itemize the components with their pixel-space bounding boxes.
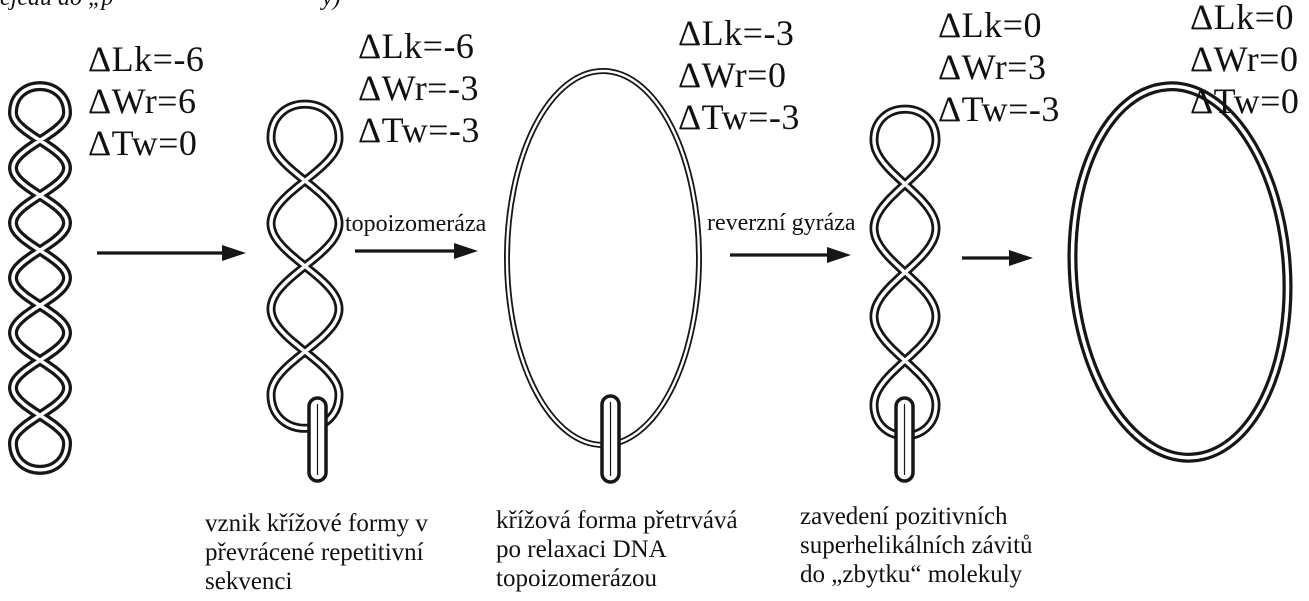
relaxed-dna-circle — [1060, 79, 1299, 465]
delta-linking-number: ΔLk=-3 — [678, 12, 800, 54]
relaxed-circle-outline — [1060, 79, 1299, 465]
delta-twist: ΔTw=-3 — [678, 96, 800, 138]
delta-linking-number: ΔLk=0 — [1190, 0, 1299, 38]
caption-line: topoizomerázou — [496, 564, 738, 593]
delta-linking-number: ΔLk=0 — [938, 4, 1060, 46]
caption-line: převrácené repetitivní — [205, 538, 428, 567]
delta-writhe: ΔWr=6 — [88, 80, 204, 122]
clipped-heading-fragment-right: y) — [322, 0, 341, 12]
relaxed-circle-outline — [507, 71, 699, 445]
state-4-labels: ΔLk=0 ΔWr=3 ΔTw=-3 — [938, 4, 1060, 130]
topoisomerase-label: topoizomeráza — [345, 210, 486, 238]
delta-twist: ΔTw=-3 — [358, 109, 480, 151]
positively-supercoiled-dna-with-cruciform — [874, 109, 936, 481]
clipped-heading-fragment-left: ejedu do „p — [0, 0, 113, 12]
reaction-arrow-4 — [962, 250, 1033, 266]
delta-twist: ΔTw=0 — [1190, 80, 1299, 122]
reaction-arrow-1 — [97, 245, 246, 261]
caption-line: po relaxaci DNA — [496, 535, 738, 564]
state-1-labels: ΔLk=-6 ΔWr=6 ΔTw=0 — [88, 38, 204, 164]
state-3-labels: ΔLk=-3 ΔWr=0 ΔTw=-3 — [678, 12, 800, 138]
delta-twist: ΔTw=0 — [88, 122, 204, 164]
caption-positive-supercoils: zavedení pozitivních superhelikálních zá… — [800, 502, 1033, 589]
reaction-arrow-2 — [355, 243, 478, 259]
arrow-head — [827, 247, 851, 263]
caption-line: do „zbytku“ molekuly — [800, 560, 1033, 589]
arrow-head — [454, 243, 478, 259]
arrow-head — [222, 245, 246, 261]
caption-line: zavedení pozitivních — [800, 502, 1033, 531]
caption-line: sekvenci — [205, 567, 428, 596]
delta-linking-number: ΔLk=-6 — [358, 25, 480, 67]
reaction-arrow-3 — [730, 247, 851, 263]
state-5-labels: ΔLk=0 ΔWr=0 ΔTw=0 — [1190, 0, 1299, 122]
delta-writhe: ΔWr=-3 — [358, 67, 480, 109]
delta-twist: ΔTw=-3 — [938, 88, 1060, 130]
delta-linking-number: ΔLk=-6 — [88, 38, 204, 80]
caption-cruciform-persists: křížová forma přetrvává po relaxaci DNA … — [496, 506, 738, 593]
caption-cruciform-formation: vznik křížové formy v převrácené repetit… — [205, 509, 428, 596]
plectoneme-strand-outline — [13, 86, 67, 470]
caption-line: vznik křížové formy v — [205, 509, 428, 538]
caption-line: křížová forma přetrvává — [496, 506, 738, 535]
cruciform-supercoiled-dna — [271, 104, 339, 481]
delta-writhe: ΔWr=0 — [1190, 38, 1299, 80]
reverse-gyrase-label: reverzní gyráza — [707, 209, 856, 237]
supercoiled-dna-plectoneme — [13, 86, 67, 470]
delta-writhe: ΔWr=0 — [678, 54, 800, 96]
caption-line: superhelikálních závitů — [800, 531, 1033, 560]
state-2-labels: ΔLk=-6 ΔWr=-3 ΔTw=-3 — [358, 25, 480, 151]
arrow-head — [1009, 250, 1033, 266]
delta-writhe: ΔWr=3 — [938, 46, 1060, 88]
relaxed-dna-circle-with-cruciform — [507, 71, 699, 482]
